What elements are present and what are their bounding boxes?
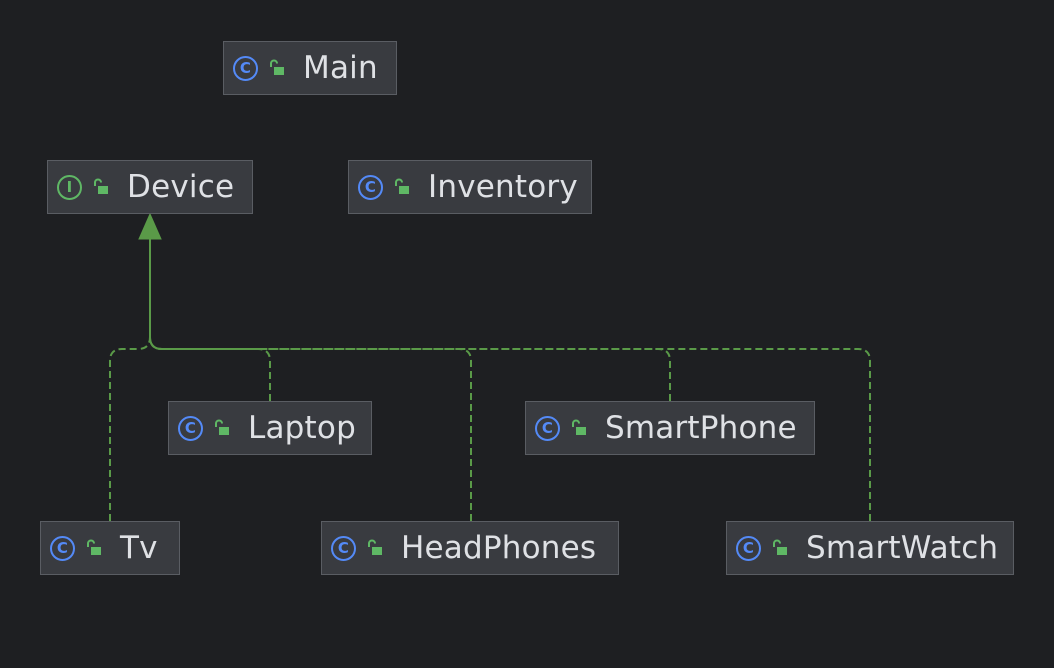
class-node-tv[interactable]: C Tv (40, 521, 180, 575)
public-lock-icon (773, 539, 787, 555)
class-node-main[interactable]: C Main (223, 41, 397, 95)
class-icon: C (736, 535, 761, 561)
class-icon: C (358, 174, 383, 200)
public-lock-icon (215, 419, 229, 435)
node-label: Inventory (428, 169, 578, 205)
public-lock-icon (395, 178, 409, 194)
class-node-smartwatch[interactable]: C SmartWatch (726, 521, 1014, 575)
class-icon: C (331, 535, 356, 561)
class-icon: C (233, 55, 258, 81)
class-node-inventory[interactable]: C Inventory (348, 160, 592, 214)
public-lock-icon (368, 539, 382, 555)
public-lock-icon (572, 419, 586, 435)
class-node-smartphone[interactable]: C SmartPhone (525, 401, 815, 455)
public-lock-icon (270, 59, 284, 75)
class-icon: C (50, 535, 75, 561)
class-icon: C (178, 415, 203, 441)
edge-smartphone-to-device (149, 238, 671, 401)
class-node-laptop[interactable]: C Laptop (168, 401, 372, 455)
interface-node-device[interactable]: I Device (47, 160, 253, 214)
interface-icon: I (57, 174, 82, 200)
edge-laptop-to-device (149, 238, 271, 401)
node-label: Device (127, 169, 235, 205)
node-label: SmartWatch (806, 530, 999, 566)
public-lock-icon (94, 178, 108, 194)
edge-tv-to-device (109, 238, 151, 521)
node-label: HeadPhones (401, 530, 597, 566)
class-node-headphones[interactable]: C HeadPhones (321, 521, 619, 575)
node-label: Main (303, 50, 378, 86)
public-lock-icon (87, 539, 101, 555)
class-icon: C (535, 415, 560, 441)
realization-arrowhead (138, 212, 162, 240)
realization-edges (109, 212, 871, 521)
edge-headphones-to-device (149, 238, 472, 521)
node-label: Laptop (248, 410, 356, 446)
node-label: Tv (120, 530, 158, 566)
node-label: SmartPhone (605, 410, 797, 446)
edge-smartwatch-to-device (149, 238, 871, 521)
